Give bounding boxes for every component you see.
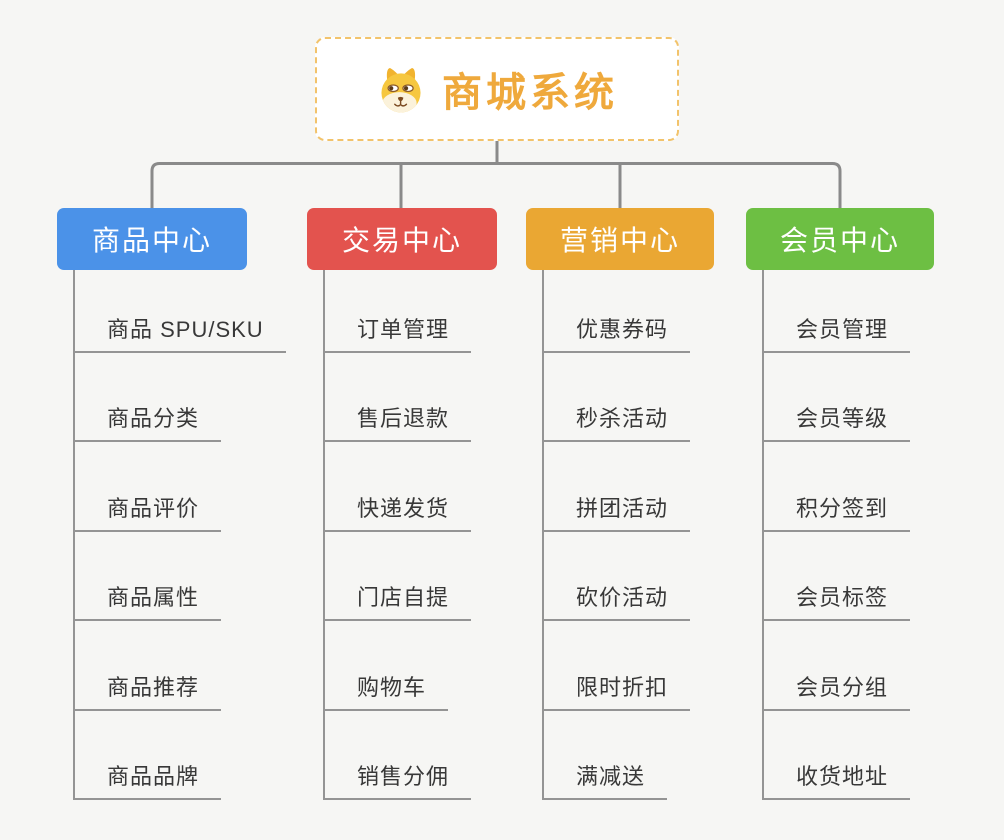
leaf-topic[interactable]: 秒杀活动: [542, 405, 691, 442]
branch-topic-product[interactable]: 商品中心: [57, 208, 247, 270]
leaf-topic[interactable]: 限时折扣: [542, 674, 691, 711]
leaf-topic[interactable]: 优惠券码: [542, 316, 691, 353]
leaf-topic-label: 门店自提: [323, 584, 472, 621]
leaf-topic[interactable]: 商品分类: [73, 405, 222, 442]
leaf-topic-label: 商品推荐: [73, 674, 222, 711]
leaf-topic-label: 商品 SPU/SKU: [73, 316, 286, 353]
leaf-topic[interactable]: 会员管理: [762, 316, 911, 353]
leaf-topic[interactable]: 会员等级: [762, 405, 911, 442]
branch-column-market: 营销中心 优惠券码 秒杀活动 拼团活动 砍价活动 限时折扣 满减送: [526, 208, 776, 840]
root-topic[interactable]: 商城系统: [315, 37, 679, 141]
root-topic-label: 商城系统: [442, 71, 618, 115]
leaf-topic-label: 会员分组: [762, 674, 911, 711]
leaf-topic-label: 拼团活动: [542, 495, 691, 532]
leaf-topic-label: 销售分佣: [323, 763, 472, 800]
leaf-topic[interactable]: 快递发货: [323, 495, 472, 532]
leaf-topic[interactable]: 商品 SPU/SKU: [73, 316, 286, 353]
leaf-topic-label: 商品评价: [73, 495, 222, 532]
leaf-topic[interactable]: 销售分佣: [323, 763, 472, 800]
branch-topic-trade[interactable]: 交易中心: [307, 208, 497, 270]
leaf-topic-label: 限时折扣: [542, 674, 691, 711]
branch-column-product: 商品中心 商品 SPU/SKU 商品分类 商品评价 商品属性 商品推荐 商品品牌: [57, 208, 307, 840]
leaf-topic[interactable]: 售后退款: [323, 405, 472, 442]
leaf-topic-label: 快递发货: [323, 495, 472, 532]
leaf-topic-label: 收货地址: [762, 763, 911, 800]
leaf-topic-label: 会员标签: [762, 584, 911, 621]
leaf-topic[interactable]: 商品属性: [73, 584, 222, 621]
branch-rail-line: [150, 162, 842, 208]
leaf-topic[interactable]: 门店自提: [323, 584, 472, 621]
branch-column-member: 会员中心 会员管理 会员等级 积分签到 会员标签 会员分组 收货地址: [746, 208, 996, 840]
leaf-topic[interactable]: 商品品牌: [73, 763, 222, 800]
leaf-topic-label: 优惠券码: [542, 316, 691, 353]
leaf-topic[interactable]: 砍价活动: [542, 584, 691, 621]
shiba-dog-icon: [376, 63, 426, 115]
branch-spine-line: [762, 270, 764, 800]
leaf-topic[interactable]: 订单管理: [323, 316, 472, 353]
leaf-topic-label: 商品品牌: [73, 763, 222, 800]
leaf-topic-label: 商品属性: [73, 584, 222, 621]
branch-spine-line: [542, 270, 544, 800]
leaf-topic-label: 购物车: [323, 674, 449, 711]
leaf-topic-label: 会员等级: [762, 405, 911, 442]
leaf-topic[interactable]: 积分签到: [762, 495, 911, 532]
leaf-topic-label: 积分签到: [762, 495, 911, 532]
branch-topic-market[interactable]: 营销中心: [526, 208, 714, 270]
branch-column-trade: 交易中心 订单管理 售后退款 快递发货 门店自提 购物车 销售分佣: [307, 208, 557, 840]
leaf-topic[interactable]: 收货地址: [762, 763, 911, 800]
leaf-topic[interactable]: 会员标签: [762, 584, 911, 621]
leaf-topic[interactable]: 会员分组: [762, 674, 911, 711]
leaf-topic-label: 商品分类: [73, 405, 222, 442]
branch-spine-line: [73, 270, 75, 800]
leaf-topic[interactable]: 购物车: [323, 674, 449, 711]
leaf-topic-label: 砍价活动: [542, 584, 691, 621]
branch-topic-member[interactable]: 会员中心: [746, 208, 934, 270]
leaf-topic-label: 会员管理: [762, 316, 911, 353]
leaf-topic[interactable]: 商品推荐: [73, 674, 222, 711]
leaf-topic[interactable]: 拼团活动: [542, 495, 691, 532]
branch-spine-line: [323, 270, 325, 800]
leaf-topic-label: 满减送: [542, 763, 668, 800]
leaf-topic-label: 售后退款: [323, 405, 472, 442]
leaf-topic[interactable]: 满减送: [542, 763, 668, 800]
leaf-topic-label: 订单管理: [323, 316, 472, 353]
leaf-topic[interactable]: 商品评价: [73, 495, 222, 532]
leaf-topic-label: 秒杀活动: [542, 405, 691, 442]
